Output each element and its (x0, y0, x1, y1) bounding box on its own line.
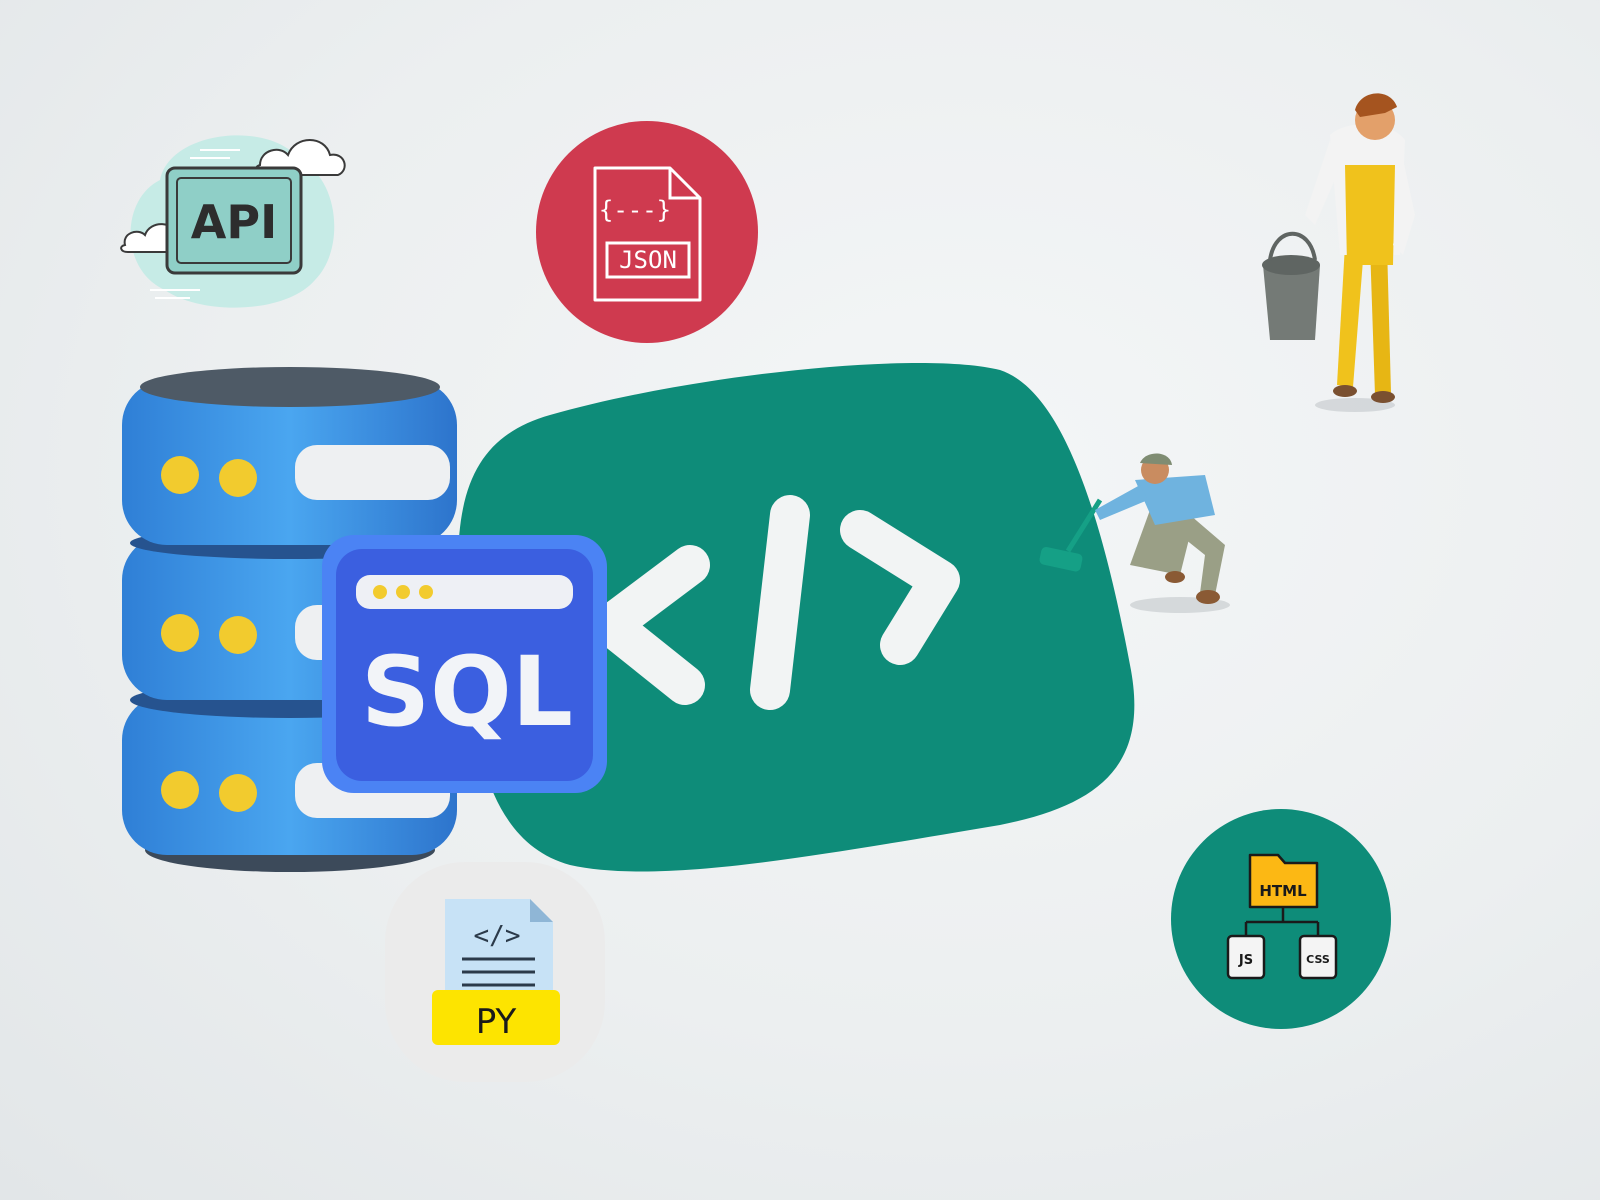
js-label: JS (1238, 953, 1253, 968)
html-js-css-tree-icon: HTML JS CSS (1171, 809, 1391, 1029)
sql-window-icon: SQL (322, 535, 607, 793)
painter-figure (1039, 453, 1250, 615)
python-code-symbol: </> (474, 921, 521, 951)
json-braces: {---} (599, 196, 671, 224)
code-tile (440, 345, 1160, 885)
css-label: CSS (1306, 953, 1330, 966)
api-label: API (191, 195, 277, 249)
api-cloud-icon: API (120, 135, 346, 308)
miniature-worker-bucket-figure (1262, 93, 1415, 412)
api-icon: API (110, 120, 350, 320)
sql-label: SQL (361, 636, 573, 748)
json-file-icon: {---} JSON (536, 121, 758, 343)
html-label: HTML (1259, 882, 1307, 900)
web-badge: HTML JS CSS (1170, 808, 1392, 1030)
json-label: JSON (619, 246, 677, 274)
python-badge: </> PY (385, 862, 605, 1082)
worker-figure (1262, 93, 1455, 415)
sql-icon: SQL (322, 535, 607, 795)
py-label: PY (476, 1002, 517, 1042)
json-badge: {---} JSON (535, 120, 759, 344)
miniature-painter-figure (1039, 453, 1230, 613)
python-file-icon: </> PY (385, 862, 605, 1082)
code-brackets-icon (458, 362, 1135, 872)
